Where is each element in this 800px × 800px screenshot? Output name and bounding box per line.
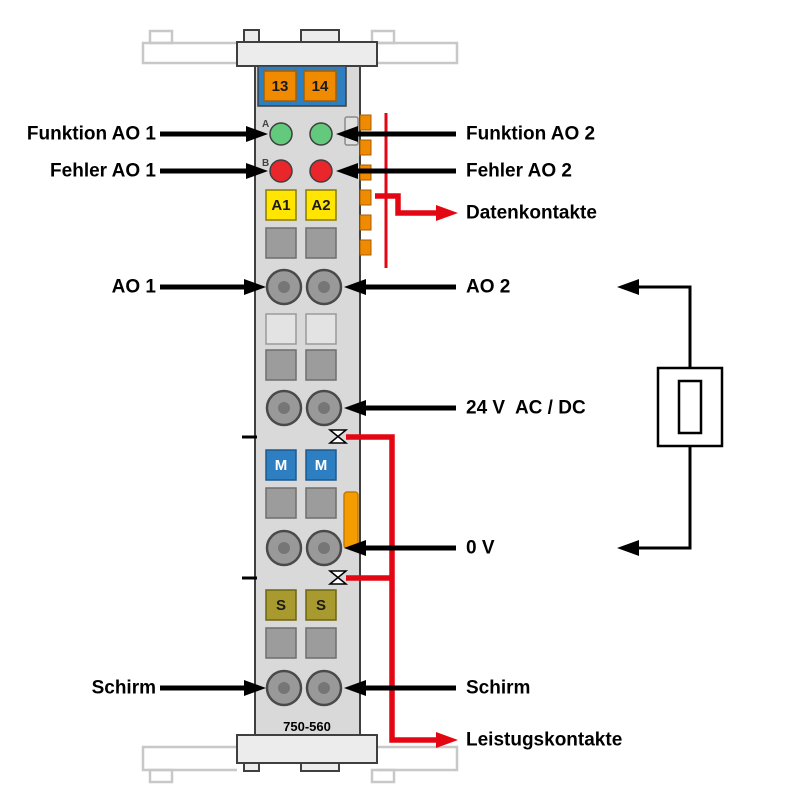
label-funktion-ao2: Funktion AO 2 bbox=[466, 123, 596, 145]
channel-labels: A1 A2 bbox=[265, 189, 337, 221]
module-bottom-cap bbox=[236, 734, 378, 764]
rail-outline-top bbox=[141, 29, 459, 65]
label-a2-plate bbox=[305, 189, 337, 221]
clamps-24v bbox=[265, 389, 343, 427]
m-terminals: M M bbox=[265, 449, 337, 481]
terminal-14-label: 14 bbox=[312, 78, 329, 95]
led-row-b-letter: B bbox=[262, 158, 269, 169]
leistungskontakte-arrow bbox=[346, 434, 458, 748]
terminal-14 bbox=[303, 70, 337, 102]
label-leistungskontakte: Leistugskontakte bbox=[466, 729, 623, 751]
part-number: 750-560 bbox=[283, 719, 331, 734]
clamps-ao bbox=[265, 268, 343, 306]
arrows-left bbox=[160, 126, 268, 696]
label-ao2: AO 2 bbox=[466, 276, 511, 298]
header-panel: 13 14 bbox=[257, 65, 347, 107]
light-squares bbox=[265, 313, 337, 345]
power-jumper-contacts bbox=[327, 429, 349, 585]
label-funktion-ao1: Funktion AO 1 bbox=[26, 123, 156, 145]
led-row-a-letter: A bbox=[262, 119, 269, 130]
clamp-circles bbox=[265, 268, 343, 707]
led-fehler-ao2 bbox=[309, 159, 333, 183]
clamps-schirm bbox=[265, 669, 343, 707]
release-latch bbox=[343, 491, 359, 549]
label-a2-text: A2 bbox=[311, 197, 330, 214]
label-schirm-right: Schirm bbox=[466, 677, 531, 699]
s1-text: S bbox=[276, 597, 286, 614]
led-block: A B bbox=[262, 116, 359, 183]
s2-text: S bbox=[316, 597, 326, 614]
label-schirm-left: Schirm bbox=[91, 677, 156, 699]
label-ao1: AO 1 bbox=[111, 276, 156, 298]
label-a1-text: A1 bbox=[271, 197, 290, 214]
label-datenkontakte: Datenkontakte bbox=[466, 202, 597, 224]
terminal-13 bbox=[263, 70, 297, 102]
external-load-circuit bbox=[617, 279, 724, 556]
led-funktion-ao1 bbox=[269, 122, 293, 146]
led-funktion-ao2 bbox=[309, 122, 333, 146]
s-terminals: S S bbox=[265, 589, 337, 621]
rail-outline-bottom bbox=[141, 745, 459, 784]
label-fehler-ao1: Fehler AO 1 bbox=[50, 160, 156, 182]
datenkontakte-arrow bbox=[375, 193, 458, 221]
arrows-right bbox=[336, 126, 456, 696]
m1-text: M bbox=[275, 457, 288, 474]
contact-squares bbox=[265, 227, 337, 659]
label-24v: 24 V AC / DC bbox=[466, 397, 586, 419]
load-symbol-inner bbox=[677, 379, 703, 435]
led-fehler-ao1 bbox=[269, 159, 293, 183]
module-top-cap bbox=[236, 41, 378, 67]
label-a1-plate bbox=[265, 189, 297, 221]
label-0v: 0 V bbox=[466, 537, 495, 559]
label-fehler-ao2: Fehler AO 2 bbox=[466, 160, 572, 182]
terminal-13-label: 13 bbox=[272, 78, 289, 95]
m2-text: M bbox=[315, 457, 328, 474]
left-edge-ticks bbox=[242, 435, 257, 580]
clamps-0v bbox=[265, 529, 343, 567]
